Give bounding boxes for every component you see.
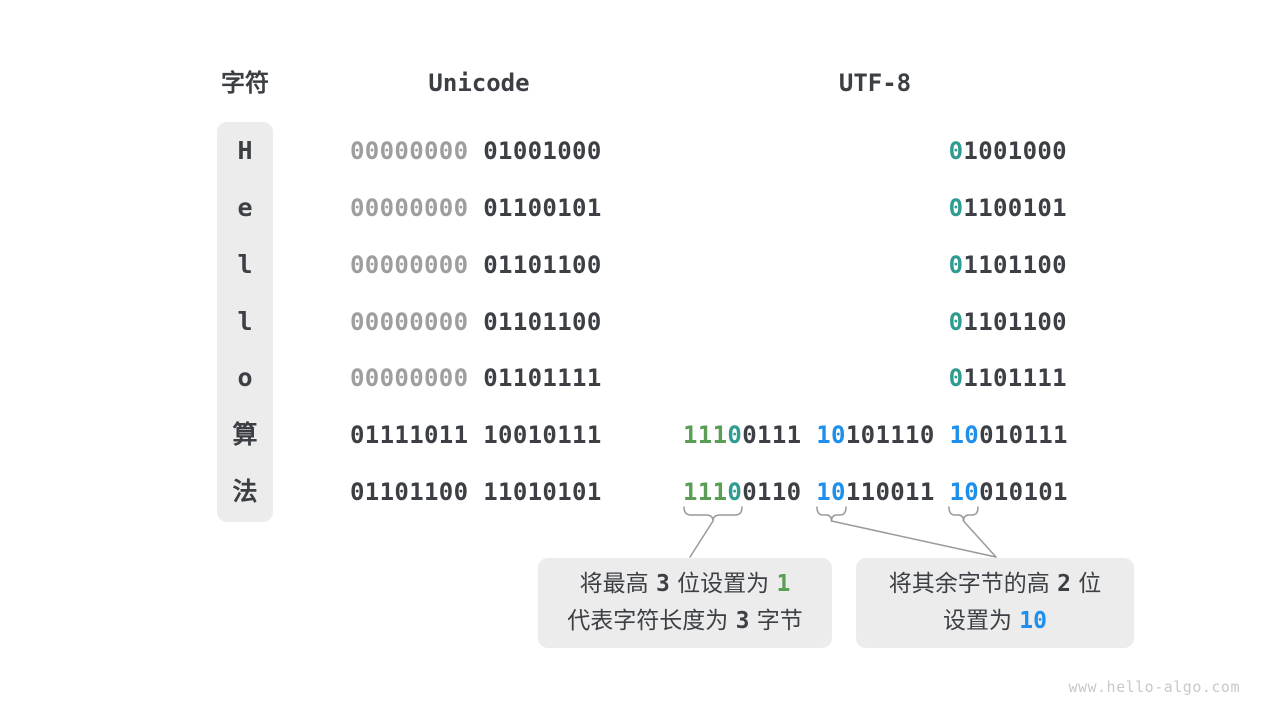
underbrace-continuation-byte3-icon (948, 506, 979, 522)
prefix-bits: 10 (816, 421, 846, 449)
bit-segment (468, 194, 483, 222)
bit-segment (468, 364, 483, 392)
bit-segment: 1100101 (963, 194, 1067, 222)
bit-segment: 将其余字节的高 (888, 571, 1058, 597)
bit-segment: 00000000 (350, 364, 469, 392)
utf8-value: 01101100 (683, 250, 1067, 280)
prefix-bits: 10 (1019, 608, 1047, 634)
prefix-bits: 1 (776, 571, 791, 597)
bit-segment: 01100101 (483, 194, 602, 222)
prefix-bits: 0 (948, 137, 964, 165)
char-cell: o (237, 363, 253, 392)
bit-segment: 01001000 (483, 137, 602, 165)
bit-segment: 代表字符长度为 (567, 608, 736, 634)
bit-segment: 11010101 (483, 478, 602, 506)
bit-segment: 位 (1070, 571, 1102, 597)
prefix-bits: 0 (727, 478, 743, 506)
bit-segment: 01101100 (483, 308, 602, 336)
note-line: 代表字符长度为 3 字节 (538, 603, 832, 640)
bit-segment: 位设置为 (669, 571, 777, 597)
bit-segment (468, 308, 483, 336)
bit-segment (801, 478, 816, 506)
bit-segment: 10010111 (483, 421, 602, 449)
utf8-value: 01001000 (683, 136, 1067, 166)
bit-segment (468, 478, 483, 506)
character-column-strip (217, 122, 273, 522)
underbrace-continuation-byte2-icon (816, 506, 847, 522)
unicode-value: 00000000 01101100 (350, 307, 612, 337)
prefix-bits: 111 (683, 478, 728, 506)
bit-segment: 1101100 (963, 308, 1067, 336)
char-cell: l (237, 250, 253, 279)
column-header-character: 字符 (221, 69, 269, 97)
prefix-bits: 10 (949, 478, 980, 506)
bit-segment: 2 (1057, 571, 1071, 597)
prefix-bits: 0 (948, 194, 964, 222)
unicode-value: 00000000 01101111 (350, 363, 612, 393)
unicode-value: 00000000 01101100 (350, 250, 612, 280)
char-cell: l (237, 307, 253, 336)
prefix-bits: 0 (948, 308, 964, 336)
note-line: 将最高 3 位设置为 1 (538, 566, 832, 603)
prefix-bits: 0 (948, 251, 964, 279)
bit-segment (468, 421, 483, 449)
bit-segment: 110011 (845, 478, 935, 506)
bit-segment: 1101111 (963, 364, 1067, 392)
bit-segment: 00000000 (350, 194, 469, 222)
bit-segment (468, 137, 483, 165)
connector-line-note2b (962, 520, 997, 558)
note-leading-byte: 将最高 3 位设置为 1 代表字符长度为 3 字节 (538, 558, 832, 648)
bit-segment (935, 421, 950, 449)
bit-segment: 设置为 (942, 608, 1020, 634)
bit-segment: 00000000 (350, 308, 469, 336)
watermark: www.hello-algo.com (1068, 678, 1240, 696)
bit-segment: 00000000 (350, 251, 469, 279)
bit-segment: 101110 (845, 421, 935, 449)
note-continuation-bytes: 将其余字节的高 2 位 设置为 10 (856, 558, 1134, 648)
unicode-value: 00000000 01001000 (350, 136, 612, 166)
char-cell: 算 (232, 420, 258, 449)
bit-segment: 010111 (979, 421, 1068, 449)
prefix-bits: 0 (948, 364, 964, 392)
char-cell: e (237, 193, 253, 222)
prefix-bits: 10 (816, 478, 846, 506)
column-header-unicode: Unicode (428, 69, 530, 97)
bit-segment: 0110 (742, 478, 802, 506)
bit-segment: 01111011 (350, 421, 469, 449)
note-line: 将其余字节的高 2 位 (856, 566, 1134, 603)
utf8-value: 11100111 10101110 10010111 (683, 420, 1068, 450)
char-cell: H (237, 136, 253, 165)
bit-segment: 01101111 (483, 364, 602, 392)
unicode-value: 00000000 01100101 (350, 193, 612, 223)
unicode-value: 01111011 10010111 (350, 420, 612, 450)
utf8-value: 11100110 10110011 10010101 (683, 477, 1068, 507)
bit-segment: 0111 (742, 421, 802, 449)
prefix-bits: 111 (683, 421, 728, 449)
bit-segment: 01101100 (350, 478, 469, 506)
connector-line-note1 (689, 520, 714, 558)
note-line: 设置为 10 (856, 603, 1134, 640)
utf8-value: 01100101 (683, 193, 1067, 223)
bit-segment: 字节 (749, 608, 803, 634)
bit-segment: 3 (655, 571, 670, 597)
column-header-utf8: UTF-8 (838, 69, 912, 97)
bit-segment (468, 251, 483, 279)
unicode-value: 01101100 11010101 (350, 477, 612, 507)
bit-segment: 将最高 (579, 571, 656, 597)
bit-segment (801, 421, 816, 449)
connector-line-note2a (830, 520, 997, 558)
bit-segment (935, 478, 950, 506)
bit-segment: 3 (735, 608, 750, 634)
utf8-value: 01101111 (683, 363, 1067, 393)
bit-segment: 1001000 (963, 137, 1067, 165)
utf8-value: 01101100 (683, 307, 1067, 337)
prefix-bits: 10 (949, 421, 980, 449)
underbrace-leading-bits-icon (683, 506, 743, 522)
bit-segment: 01101100 (483, 251, 602, 279)
prefix-bits: 0 (727, 421, 743, 449)
bit-segment: 1101100 (963, 251, 1067, 279)
char-cell: 法 (232, 477, 258, 506)
bit-segment: 010101 (979, 478, 1068, 506)
bit-segment: 00000000 (350, 137, 469, 165)
